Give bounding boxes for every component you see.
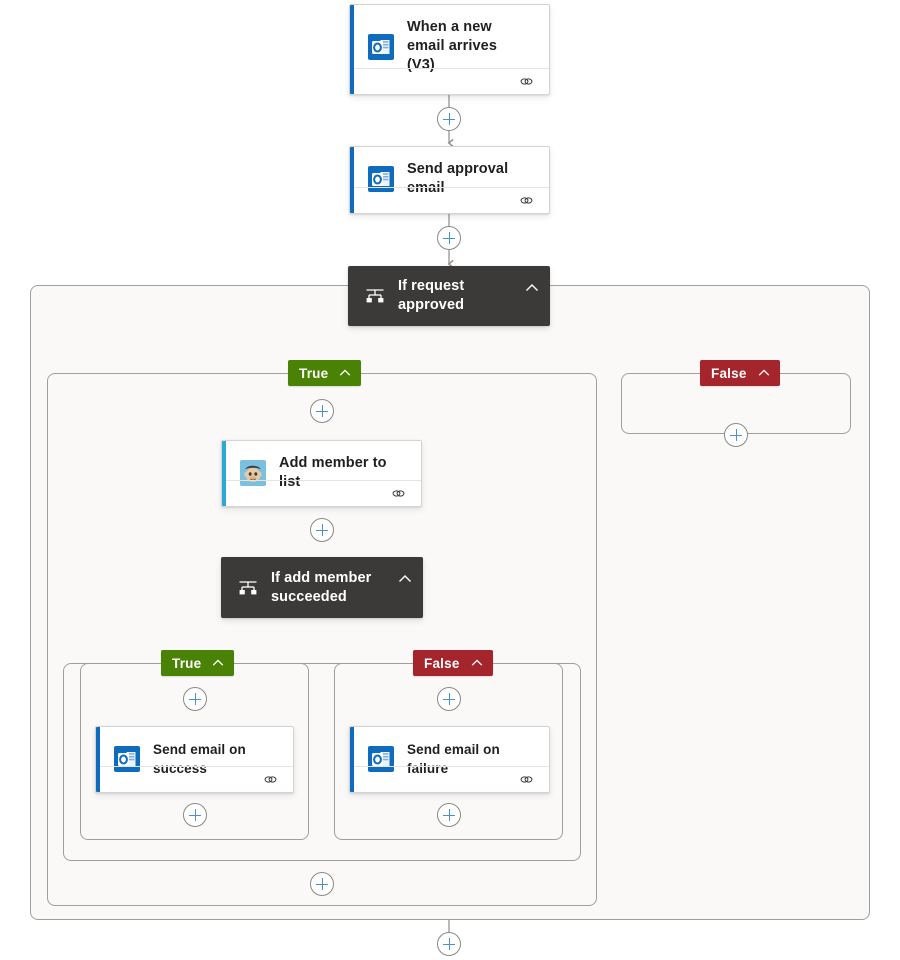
outlook-icon	[114, 746, 140, 772]
condition-icon	[237, 577, 259, 599]
copy-link-icon[interactable]	[391, 486, 406, 501]
add-step-button-true-branch-top[interactable]	[310, 399, 334, 423]
action-card-add-member-to-list[interactable]: Add member to list	[221, 440, 422, 507]
card-title: Send approval email	[407, 161, 509, 196]
card-title: When a new email arrives (V3)	[407, 19, 497, 73]
card-footer	[226, 480, 421, 506]
branch-badge-false-add-member[interactable]: False	[413, 650, 493, 676]
card-title: Add member to list	[279, 455, 387, 490]
condition-card-if-request-approved[interactable]: If request approved	[348, 266, 550, 326]
card-footer	[100, 766, 293, 792]
chevron-up-icon[interactable]	[338, 366, 352, 380]
card-accent-bar	[350, 5, 354, 94]
add-step-button-inner-true-bottom[interactable]	[183, 803, 207, 827]
mailchimp-icon	[240, 460, 266, 486]
copy-link-icon[interactable]	[519, 193, 534, 208]
chevron-up-icon[interactable]	[470, 656, 484, 670]
outlook-icon	[368, 33, 394, 60]
branch-badge-true-request-approved[interactable]: True	[288, 360, 362, 386]
action-card-send-approval-email[interactable]: Send approval email	[349, 146, 550, 214]
branch-badge-false-request-approved[interactable]: False	[700, 360, 780, 386]
branch-badge-true-add-member[interactable]: True	[161, 650, 235, 676]
condition-icon	[364, 285, 386, 307]
chevron-up-icon[interactable]	[211, 656, 225, 670]
chevron-up-icon[interactable]	[757, 366, 771, 380]
card-accent-bar	[96, 727, 100, 792]
card-accent-bar	[350, 147, 354, 213]
card-footer	[354, 187, 549, 213]
card-footer	[354, 68, 549, 94]
add-step-button-outer-true-bottom[interactable]	[310, 872, 334, 896]
card-title: Send email on failure	[407, 742, 500, 776]
branch-label: True	[299, 365, 329, 381]
card-title: Send email on success	[153, 742, 246, 776]
condition-title: If request approved	[398, 278, 465, 313]
add-step-button-after-add-member[interactable]	[310, 518, 334, 542]
add-step-button-inner-true-top[interactable]	[183, 687, 207, 711]
card-footer	[354, 766, 549, 792]
chevron-up-icon[interactable]	[397, 571, 413, 592]
condition-card-if-add-member-succeeded[interactable]: If add member succeeded	[221, 557, 423, 618]
branch-label: True	[172, 655, 202, 671]
chevron-up-icon[interactable]	[524, 280, 540, 301]
add-step-button-false-branch-empty[interactable]	[724, 423, 748, 447]
card-accent-bar	[350, 727, 354, 792]
copy-link-icon[interactable]	[519, 74, 534, 89]
outlook-icon	[368, 746, 394, 772]
action-card-send-email-on-success[interactable]: Send email on success	[95, 726, 294, 793]
card-accent-bar	[222, 441, 226, 506]
add-step-button-after-send-approval[interactable]	[437, 226, 461, 250]
branch-label: False	[424, 655, 460, 671]
add-step-button-flow-end[interactable]	[437, 932, 461, 956]
add-step-button-inner-false-top[interactable]	[437, 687, 461, 711]
condition-title: If add member succeeded	[271, 569, 372, 605]
action-card-send-email-on-failure[interactable]: Send email on failure	[349, 726, 550, 793]
add-step-button-after-trigger[interactable]	[437, 107, 461, 131]
branch-label: False	[711, 365, 747, 381]
action-card-when-a-new-email-arrives[interactable]: When a new email arrives (V3)	[349, 4, 550, 95]
copy-link-icon[interactable]	[263, 772, 278, 787]
copy-link-icon[interactable]	[519, 772, 534, 787]
add-step-button-inner-false-bottom[interactable]	[437, 803, 461, 827]
